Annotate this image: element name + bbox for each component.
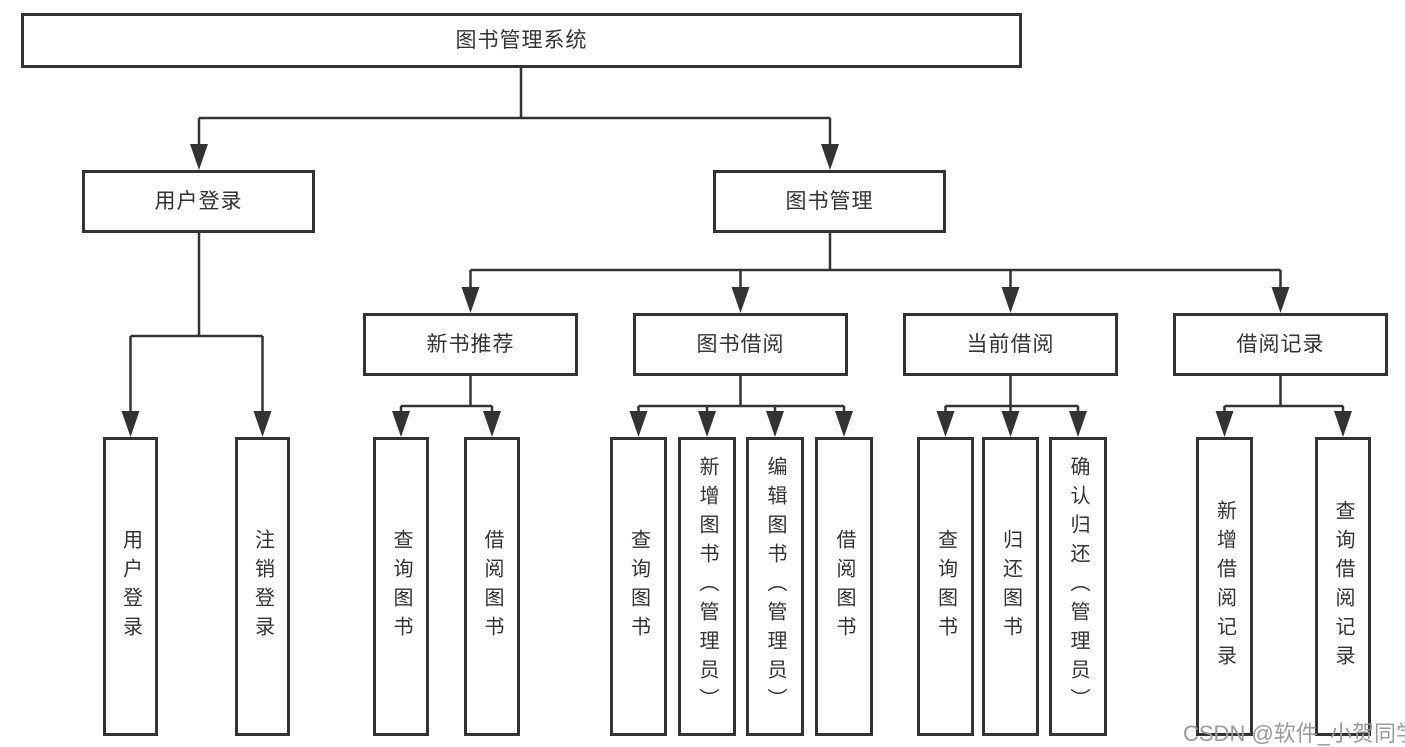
leaf-current-confirm-return: 确认归还（管理员） (1049, 437, 1107, 736)
leaf-logout-login: 注销登录 (235, 437, 290, 736)
leaf-borrowing-add-book: 新增图书（管理员） (678, 437, 736, 736)
leaf-borrowing-borrow-book: 借阅图书 (815, 437, 873, 736)
node-user-login: 用户登录 (82, 170, 315, 233)
connectors-borrowing-records-branch (1223, 376, 1345, 414)
watermark: CSDN @软件_小贺同学 (1183, 721, 1405, 746)
connectors-new-book-recommend-branch (399, 376, 494, 414)
leaf-records-add-record: 新增借阅记录 (1196, 437, 1253, 736)
connectors-book-borrowing-branch (637, 376, 846, 414)
node-book-management: 图书管理 (713, 170, 946, 233)
connectors-current-borrowing-branch (944, 376, 1080, 414)
leaf-current-return-book: 归还图书 (982, 437, 1039, 736)
node-current-borrowing: 当前借阅 (903, 313, 1118, 376)
leaf-current-query-book: 查询图书 (917, 437, 974, 736)
connectors-book-management-branch (469, 233, 1282, 290)
arrowheads (121, 144, 1352, 437)
node-root: 图书管理系统 (21, 13, 1022, 68)
leaf-recommend-query-book: 查询图书 (373, 437, 429, 736)
leaf-user-login: 用户登录 (103, 437, 158, 736)
leaf-borrowing-query-book: 查询图书 (610, 437, 667, 736)
node-book-borrowing: 图书借阅 (633, 313, 848, 376)
node-borrowing-records: 借阅记录 (1173, 313, 1388, 376)
connectors-root-to-level2 (197, 68, 832, 146)
connectors-user-login-branch (129, 233, 264, 414)
leaf-borrowing-edit-book: 编辑图书（管理员） (746, 437, 804, 736)
node-new-book-recommend: 新书推荐 (363, 313, 578, 376)
leaf-recommend-borrow-book: 借阅图书 (464, 437, 520, 736)
leaf-records-query-record: 查询借阅记录 (1315, 437, 1371, 736)
